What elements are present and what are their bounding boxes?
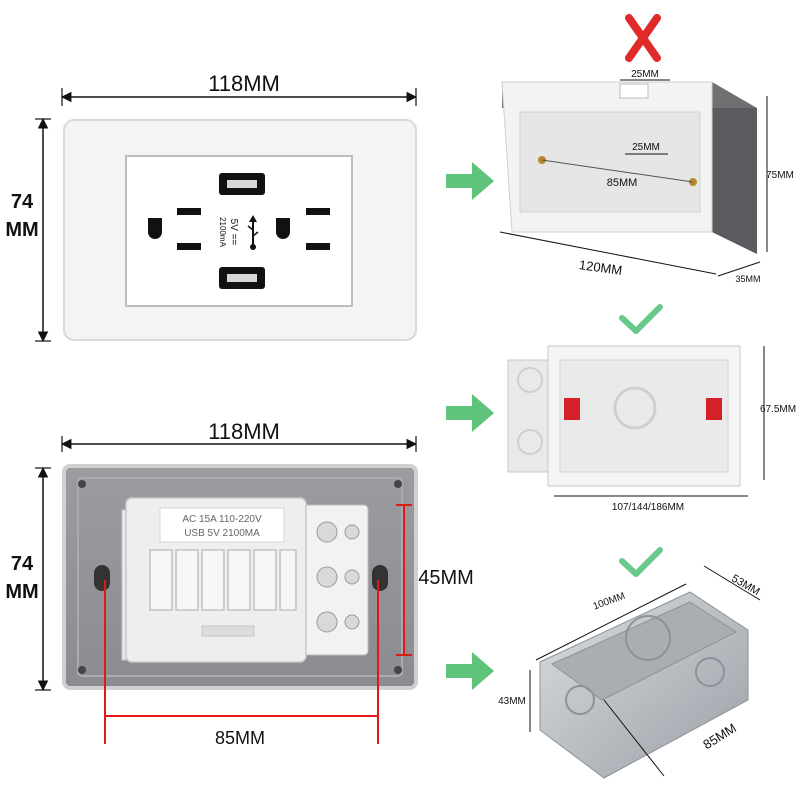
screw-spacing-label: 85MM	[215, 728, 265, 748]
metal-box-height-label: 43MM	[498, 696, 526, 707]
usb-symbol-icon	[247, 215, 259, 250]
screw-spacing-dimension: 85MM	[104, 580, 379, 748]
metal-box-length-label: 100MM	[592, 591, 627, 613]
module-label-line2: USB 5V 2100MA	[184, 528, 260, 539]
arrow-right-icon	[446, 394, 494, 432]
cross-icon	[625, 14, 661, 62]
back-width-label: 118MM	[208, 419, 280, 444]
metal-box-depth-label: 53MM	[729, 573, 761, 599]
back-height-label-line1: 74	[11, 553, 34, 575]
front-plate-section: 118MM 74 MM 5V ==	[5, 71, 418, 343]
front-height-label-line2: MM	[5, 219, 38, 241]
front-height-label-line1: 74	[11, 191, 34, 213]
box-height-label: 75MM	[766, 170, 794, 181]
check-icon	[619, 547, 663, 577]
terminal-block	[299, 504, 369, 656]
right-mount-hole	[372, 565, 388, 591]
arrow-right-icon	[446, 652, 494, 690]
incompatible-box-section: 25MM 25MM 85MM 120MM 75MM 35MM	[499, 14, 794, 284]
box-screw-spacing-label: 85MM	[607, 177, 638, 189]
box-width-label: 120MM	[578, 257, 623, 278]
back-height-label-line2: MM	[5, 581, 38, 603]
plastic-box-section: 67.5MM 107/144/186MM	[507, 304, 796, 513]
back-height-dimension: 74 MM	[5, 466, 51, 692]
hole-spacing-dimension: 45MM	[396, 504, 474, 656]
socket-module-body: AC 15A 110-220V USB 5V 2100MA	[121, 497, 307, 663]
usb-rating-text: 5V == 2100mA	[218, 217, 239, 247]
back-plate-section: 118MM 74 MM	[5, 419, 473, 748]
back-width-dimension: 118MM	[60, 419, 418, 452]
box-depth-label: 35MM	[735, 274, 760, 284]
plastic-box-height-label: 67.5MM	[760, 404, 796, 415]
arrow-right-icon	[446, 162, 494, 200]
left-outlet	[148, 208, 201, 250]
hole-spacing-label: 45MM	[418, 567, 474, 589]
plastic-box-width-label: 107/144/186MM	[612, 502, 684, 513]
inner-notch-label: 25MM	[632, 142, 660, 153]
front-height-dimension: 74 MM	[5, 117, 51, 343]
right-outlet	[276, 208, 330, 250]
usb-rating-line2: 2100mA	[218, 217, 227, 247]
front-width-label: 118MM	[208, 71, 280, 96]
module-label-line1: AC 15A 110-220V	[182, 514, 262, 525]
left-mount-hole	[94, 565, 110, 591]
usb-rating-line1: 5V ==	[228, 219, 239, 246]
metal-box-width-label: 85MM	[700, 720, 739, 752]
metal-box-section: 100MM 53MM 43MM 85MM	[498, 547, 762, 779]
front-width-dimension: 118MM	[60, 71, 418, 106]
top-notch-label: 25MM	[631, 69, 659, 80]
check-icon	[619, 304, 663, 334]
